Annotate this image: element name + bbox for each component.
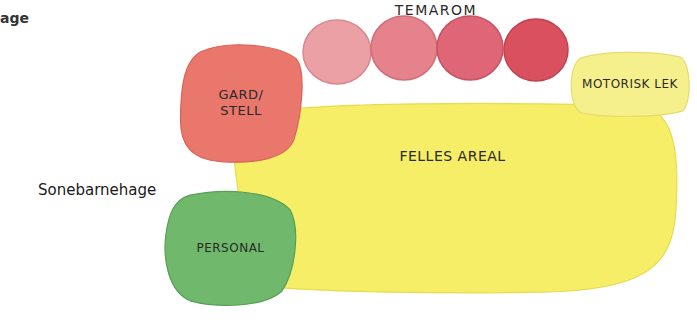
room-name: MOTORISK LEK — [582, 77, 678, 91]
room-name: GARD/ STELL — [196, 87, 286, 118]
blob-fill — [233, 103, 676, 292]
side-label: Sonebarnehage — [38, 181, 156, 199]
theme-room-circle — [371, 16, 437, 80]
theme-room-circle — [437, 16, 503, 80]
theme-room-circle — [504, 19, 568, 81]
staff-blob: PERSONAL — [163, 188, 298, 308]
theme-room-circle — [303, 20, 371, 84]
room-blob: MOTORISK LEK — [568, 50, 692, 118]
room-name: PERSONAL — [196, 241, 264, 255]
cropped-heading: age — [0, 10, 29, 26]
blob-fill — [165, 191, 296, 305]
blob-fill — [181, 45, 303, 162]
group-label: TEMAROM — [395, 2, 477, 18]
room-name: FELLES AREAL — [399, 148, 505, 165]
room-blob: GARD/ STELL — [178, 42, 304, 164]
blob-fill — [571, 52, 689, 116]
